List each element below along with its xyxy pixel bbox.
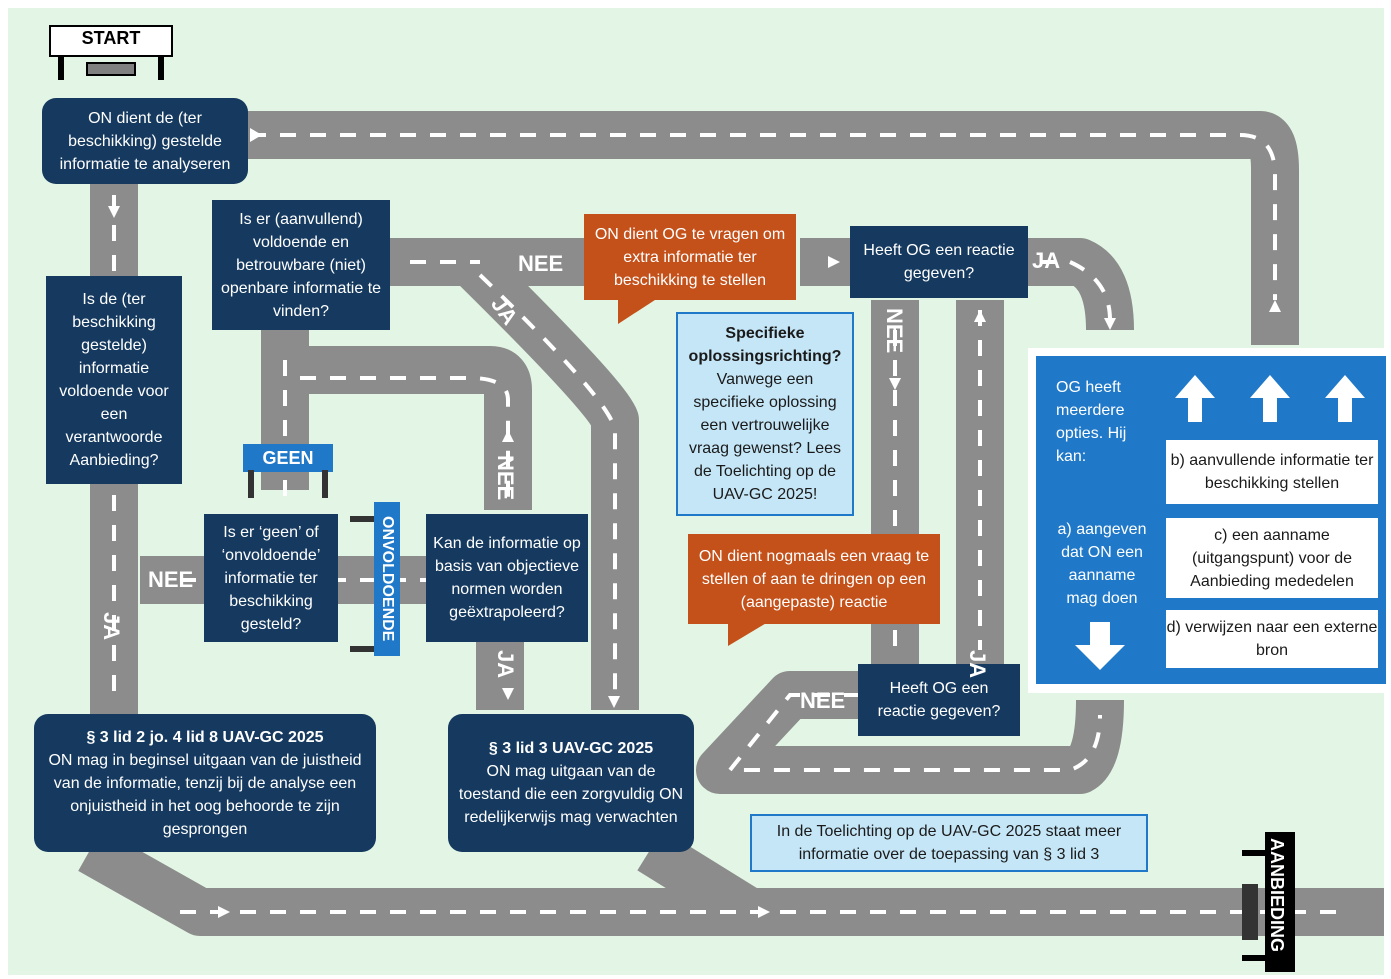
- geen-sign: GEEN: [243, 444, 333, 472]
- road-lid3-bottom: [637, 829, 763, 933]
- road-arrows: [108, 128, 1281, 918]
- nee-label-top: NEE: [518, 251, 564, 276]
- arrow-up-icon-2: [1250, 375, 1290, 422]
- finish-label: AANBIEDING: [1267, 838, 1287, 953]
- onvoldoende-post-bottom: [350, 646, 374, 652]
- arrow-up-icon-3: [1325, 375, 1365, 422]
- nee-label-extrapoleer: NEE: [493, 455, 518, 501]
- dashes-nee-loop: [300, 376, 510, 500]
- reactie1-question: Heeft OG een reactie gegeven?: [850, 226, 1028, 298]
- geen-onvoldoende-question: Is er ‘geen’ of ‘onvoldoende’ informatie…: [204, 514, 338, 642]
- dashes-reactie2: [725, 693, 1102, 772]
- nee-label-left: NEE: [148, 567, 194, 592]
- dashes-top: [250, 133, 1277, 300]
- ja-label-left: JA: [99, 612, 124, 641]
- toelichting-info-box: In de Toelichting op de UAV-GC 2025 staa…: [750, 814, 1148, 872]
- options-intro: OG heeft meerdere opties. Hij kan:: [1056, 379, 1127, 465]
- specifiek-body: Vanwege een specifieke oplossing een ver…: [688, 371, 842, 503]
- option-b: b) aanvullende informatie ter beschikkin…: [1166, 440, 1378, 504]
- lid3-body: ON mag uitgaan van de toestand die een z…: [458, 763, 684, 826]
- road-bottom: [78, 829, 1384, 936]
- ja-label-top: JA: [1032, 248, 1061, 273]
- nee-label-reactie2: NEE: [800, 688, 846, 713]
- lid3-box: § 3 lid 3 UAV-GC 2025 ON mag uitgaan van…: [448, 714, 694, 852]
- lid3-title: § 3 lid 3 UAV-GC 2025: [488, 740, 654, 757]
- lid2-title: § 3 lid 2 jo. 4 lid 8 UAV-GC 2025: [86, 728, 324, 746]
- analyse-box: ON dient de (ter beschikking) gestelde i…: [42, 98, 248, 184]
- start-label: START: [81, 28, 141, 48]
- geen-sign-post-right: [322, 470, 328, 498]
- arrow-up-icon-1: [1175, 375, 1215, 422]
- dashes-ja-diag: [478, 273, 617, 700]
- voldoende-question: Is de (ter beschikking gestelde) informa…: [46, 276, 182, 484]
- aanvullend-question: Is er (aanvullend) voldoende en betrouwb…: [212, 200, 390, 330]
- geen-sign-post-left: [248, 470, 254, 498]
- finish-gate: [1242, 832, 1295, 972]
- dashes-ja-top: [1010, 260, 1112, 321]
- reactie2-question: Heeft OG een reactie gegeven?: [858, 664, 1020, 736]
- ja-label-reactie2: JA: [965, 650, 990, 679]
- nee-label-reactie1: NEE: [882, 308, 907, 354]
- ja-label-extrapoleer: JA: [493, 650, 518, 679]
- onvoldoende-post-top: [350, 516, 374, 522]
- onvoldoende-sign: ONVOLDOENDE: [374, 502, 400, 656]
- lid2-body: ON mag in beginsel uitgaan van de juisth…: [48, 751, 362, 838]
- nogmaals-callout: ON dient nogmaals een vraag te stellen o…: [688, 534, 940, 624]
- option-d: d) verwijzen naar een externe bron: [1166, 610, 1378, 668]
- arrow-down-icon: [1075, 622, 1125, 670]
- extrapoleren-question: Kan de informatie op basis van objectiev…: [426, 514, 588, 642]
- option-a: a) aangeven dat ON een aanname mag doen: [1057, 521, 1147, 607]
- road-top-loop: [230, 111, 1299, 345]
- nogmaals-callout-tail: [728, 622, 768, 646]
- road-nee-loop: [300, 346, 532, 510]
- vragen-callout: ON dient OG te vragen om extra informati…: [584, 214, 796, 300]
- vragen-callout-tail: [618, 298, 658, 324]
- specifiek-info-box: Specifieke oplossingsrichting? Vanwege e…: [676, 312, 854, 516]
- start-gate: [49, 25, 173, 80]
- lid2-box: § 3 lid 2 jo. 4 lid 8 UAV-GC 2025 ON mag…: [34, 714, 376, 852]
- specifiek-title: Specifieke oplossingsrichting?: [688, 325, 842, 365]
- option-c: c) een aanname (uitgangspunt) voor de Aa…: [1166, 518, 1378, 598]
